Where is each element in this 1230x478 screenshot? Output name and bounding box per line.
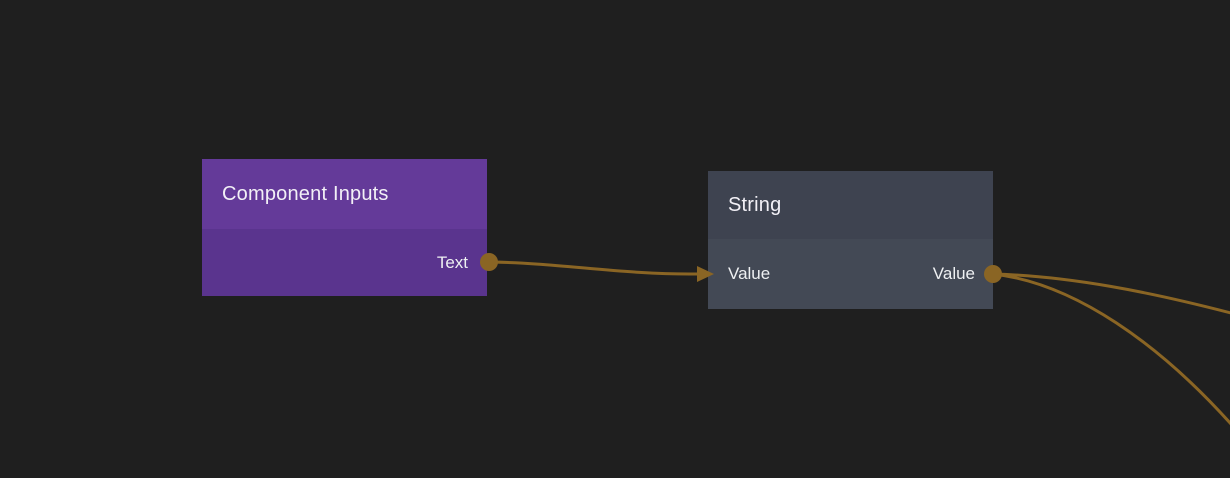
node-component-inputs-header[interactable]: Component Inputs [202, 159, 487, 229]
node-string-body: Value Value [708, 239, 993, 309]
arrowhead-into-string-value [697, 266, 714, 282]
output-port-label-value: Value [932, 264, 975, 283]
node-component-inputs[interactable]: Component Inputs Text [202, 159, 487, 296]
connection-text-to-value[interactable] [489, 260, 714, 282]
port-string-value-output[interactable] [984, 265, 1002, 283]
wire-text-to-value[interactable] [489, 260, 700, 276]
node-string-header[interactable]: String [708, 171, 993, 239]
node-component-inputs-body: Text [202, 229, 487, 296]
node-string-title: String [728, 193, 782, 216]
input-port-label-value: Value [728, 264, 771, 283]
node-component-inputs-title: Component Inputs [222, 182, 389, 205]
wire-value-offscreen-lower[interactable] [991, 272, 1230, 426]
connection-value-offscreen-lower[interactable] [991, 272, 1230, 426]
connection-value-offscreen-upper[interactable] [991, 272, 1230, 315]
port-component-inputs-text-output[interactable] [480, 253, 498, 271]
node-string[interactable]: String Value Value [708, 171, 993, 309]
wire-value-offscreen-upper[interactable] [991, 272, 1230, 315]
output-port-label-text: Text [436, 252, 468, 272]
